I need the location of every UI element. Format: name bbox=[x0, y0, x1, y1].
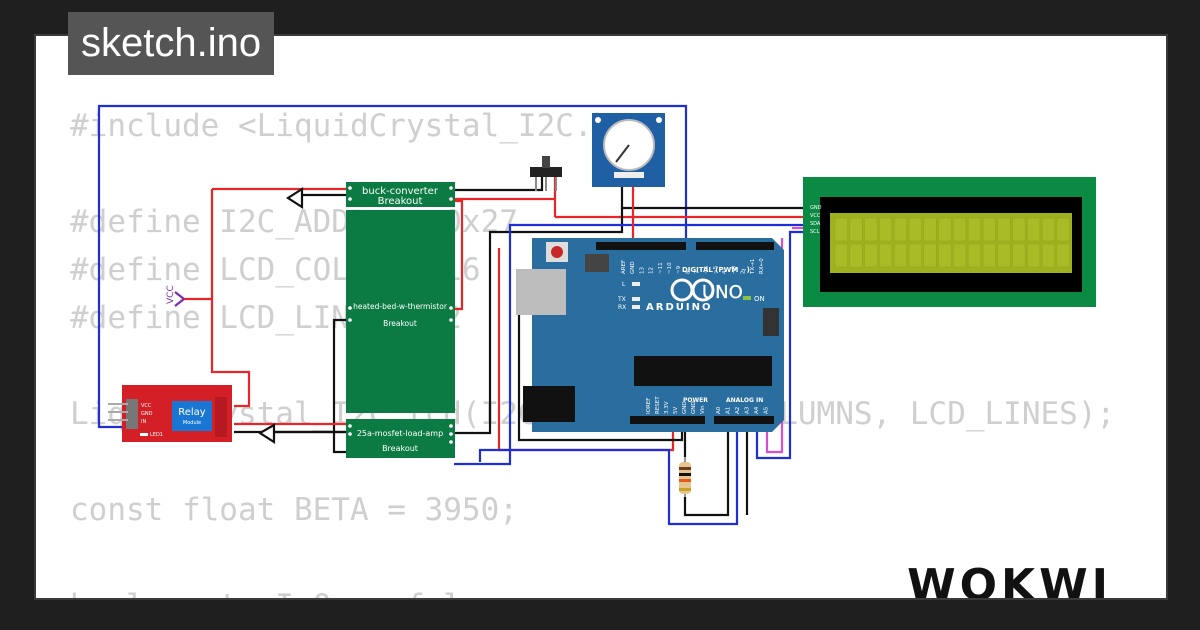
pin-label: 13 bbox=[639, 267, 645, 274]
arduino-power-label: POWER bbox=[683, 397, 708, 404]
pin-label: IOREF bbox=[646, 398, 652, 414]
arduino-uno[interactable]: ARDUINO UNO DIGITAL (PWM ~) POWER ANALOG… bbox=[516, 238, 784, 432]
relay-pin-in: IN bbox=[141, 419, 146, 425]
pin-label: ~9 bbox=[676, 265, 682, 274]
mosfet-label: 25a-mosfet-load-amp bbox=[357, 429, 443, 438]
wire-black-buck-gnd bbox=[454, 174, 544, 192]
pin-label: GND bbox=[682, 401, 688, 414]
heated-bed[interactable]: heated-bed-w-thermistor Breakout bbox=[346, 210, 455, 413]
circuit-diagram: buck-converter Breakout heated-bed-w-the… bbox=[97, 104, 1096, 526]
pin-label: RESET bbox=[655, 396, 661, 414]
lcd-pin-vcc: VCC bbox=[810, 213, 821, 219]
pin-label: A3 bbox=[745, 406, 751, 414]
buck-converter[interactable]: buck-converter Breakout bbox=[346, 182, 455, 207]
pin-label: ~5 bbox=[713, 265, 719, 274]
wire-blue-top-loop bbox=[97, 104, 688, 429]
resistor[interactable] bbox=[679, 457, 691, 497]
pin-label: 5V bbox=[673, 407, 679, 414]
lcd-pin-sda: SDA bbox=[810, 221, 821, 227]
buck-sub: Breakout bbox=[378, 196, 423, 207]
arduino-on-label: ON bbox=[754, 295, 765, 303]
pin-label: RX←0 bbox=[759, 258, 765, 274]
pin-label: 4 bbox=[722, 270, 728, 274]
pin-label: ~6 bbox=[704, 265, 710, 274]
potentiometer[interactable] bbox=[592, 113, 665, 187]
arduino-l-label: L bbox=[622, 281, 626, 288]
pin-label: ~10 bbox=[667, 262, 673, 274]
slide-switch[interactable] bbox=[530, 156, 562, 191]
wire-red-buck-switch bbox=[454, 175, 557, 201]
wire-black-resistor bbox=[683, 422, 730, 517]
wire-blue-analog bbox=[478, 422, 739, 526]
wire-red-buck-lcd bbox=[553, 199, 808, 219]
code-line: #define I2C_ADDR 0x27 bbox=[70, 204, 518, 240]
mosfet-sub: Breakout bbox=[382, 444, 418, 453]
pin-label: 12 bbox=[649, 267, 655, 274]
lcd-pin-gnd: GND bbox=[810, 205, 822, 211]
pin-label: A1 bbox=[726, 407, 732, 414]
mosfet-module[interactable]: 25a-mosfet-load-amp Breakout bbox=[346, 419, 455, 458]
gnd-arrow-bottom bbox=[257, 423, 349, 445]
arduino-model: UNO bbox=[702, 282, 743, 303]
code-line: bool systemIsOn = false; bbox=[70, 582, 1115, 598]
wire-red-relay-top bbox=[210, 187, 349, 408]
pin-label: TX→1 bbox=[750, 259, 756, 275]
code-line: const float BETA = 3950; bbox=[70, 492, 518, 528]
pin-label: 3.3V bbox=[664, 401, 670, 414]
pin-label: AREF bbox=[621, 260, 627, 274]
wire-blue-lcd-ard bbox=[454, 223, 808, 466]
relay-pin-gnd: GND bbox=[141, 411, 153, 417]
pin-label: 2 bbox=[741, 271, 747, 275]
code-line: #include <LiquidCrystal_I2C.h> bbox=[70, 108, 630, 144]
wire-red-heater bbox=[454, 199, 464, 311]
vcc-label: VCC bbox=[166, 285, 176, 304]
pin-label: GND bbox=[630, 261, 636, 274]
vcc-arrow bbox=[174, 291, 185, 307]
pin-label: A0 bbox=[716, 406, 722, 414]
lcd-display[interactable]: GND VCC SDA SCL bbox=[803, 177, 1096, 307]
heated-bed-sub: Breakout bbox=[383, 319, 417, 328]
wokwi-logo: WOKWI bbox=[907, 560, 1112, 600]
pin-label: A2 bbox=[735, 407, 741, 414]
relay-module[interactable]: Relay Module VCC GND IN LED1 bbox=[108, 385, 232, 442]
pin-label: Vin bbox=[700, 405, 706, 414]
file-title-tag: sketch.ino bbox=[68, 12, 275, 75]
lcd-pin-scl: SCL bbox=[810, 229, 820, 235]
pin-label: ~11 bbox=[658, 262, 664, 274]
arduino-tx-label: TX bbox=[617, 296, 626, 303]
arduino-digital-label: DIGITAL (PWM ~) bbox=[682, 266, 750, 274]
relay-pin-vcc: VCC bbox=[141, 403, 152, 409]
buck-label: buck-converter bbox=[362, 186, 439, 197]
wire-blue-scl bbox=[755, 230, 808, 460]
arduino-analog-label: ANALOG IN bbox=[726, 397, 763, 404]
pin-label: 7 bbox=[695, 270, 701, 274]
relay-label: Relay bbox=[178, 407, 206, 418]
arduino-brand: ARDUINO bbox=[646, 302, 712, 313]
pin-label: 8 bbox=[685, 270, 691, 274]
relay-sub: Module bbox=[183, 420, 201, 426]
pin-label: A5 bbox=[764, 406, 770, 414]
relay-led-label: LED1 bbox=[150, 432, 163, 438]
pin-label: ~3 bbox=[731, 265, 737, 274]
diagram-card: #include <LiquidCrystal_I2C.h> #define I2… bbox=[34, 34, 1168, 600]
pin-label: A4 bbox=[754, 406, 760, 414]
arduino-rx-label: RX bbox=[618, 304, 626, 311]
gnd-arrow-top bbox=[285, 186, 349, 210]
heated-bed-label: heated-bed-w-thermistor bbox=[353, 302, 448, 311]
pin-label: GND bbox=[691, 401, 697, 414]
